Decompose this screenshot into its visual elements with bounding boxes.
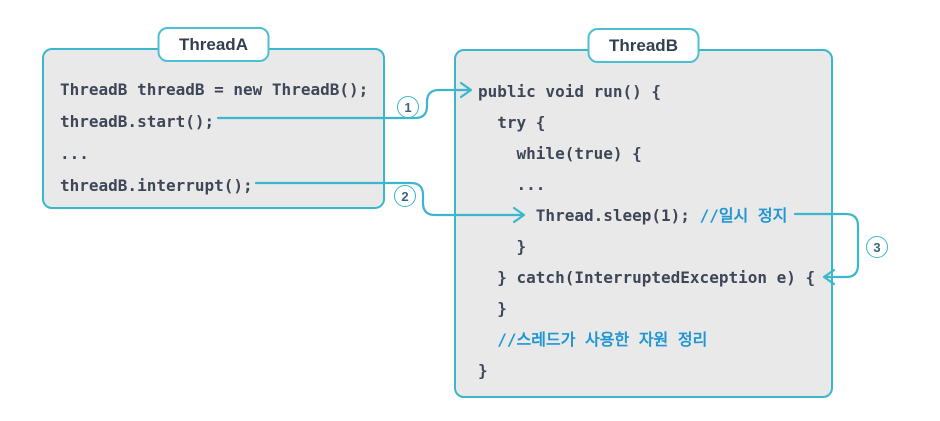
code-line-threadb-2: try { — [478, 107, 831, 138]
code-text: } — [478, 237, 527, 256]
code-text: Thread.sleep(1); — [478, 206, 700, 225]
code-line-threada-2: threadB.start(); — [60, 106, 383, 138]
threada-title-badge: ThreadA — [157, 27, 270, 62]
threadb-title-label: ThreadB — [609, 35, 678, 55]
code-text: } — [478, 361, 488, 380]
code-line-threadb-8: } — [478, 293, 831, 324]
code-line-threadb-4: ... — [478, 169, 831, 200]
code-line-threada-3: ... — [60, 138, 383, 170]
threadb-code-block: public void run() { try { while(true) { … — [456, 51, 831, 386]
code-text — [478, 330, 497, 349]
code-text: try { — [478, 113, 546, 132]
step-3-badge: 3 — [866, 236, 888, 258]
threada-title-label: ThreadA — [179, 34, 248, 54]
code-text: ThreadB threadB = new ThreadB(); — [60, 80, 369, 99]
code-line-threadb-6: } — [478, 231, 831, 262]
code-text: ... — [478, 175, 546, 194]
code-line-threadb-3: while(true) { — [478, 138, 831, 169]
code-text: while(true) { — [478, 144, 642, 163]
step-2-badge: 2 — [394, 185, 416, 207]
comment-text-pause: //일시 정지 — [699, 206, 788, 225]
threadb-box: ThreadB public void run() { try { while(… — [454, 28, 833, 398]
code-line-threadb-5: Thread.sleep(1); //일시 정지 — [478, 200, 831, 231]
step-1-badge: 1 — [397, 96, 419, 118]
code-text: } — [478, 299, 507, 318]
code-line-threadb-9: //스레드가 사용한 자원 정리 — [478, 324, 831, 355]
code-line-threadb-10: } — [478, 355, 831, 386]
threadb-title-badge: ThreadB — [587, 28, 700, 63]
code-line-threadb-1: public void run() { — [478, 76, 831, 107]
code-text: ... — [60, 144, 89, 163]
code-text: public void run() { — [478, 82, 662, 101]
threada-box: ThreadA ThreadB threadB = new ThreadB();… — [42, 27, 385, 209]
code-line-threadb-7: } catch(InterruptedException e) { — [478, 262, 831, 293]
code-line-threada-1: ThreadB threadB = new ThreadB(); — [60, 74, 383, 106]
code-text: threadB.start(); — [60, 112, 215, 131]
code-text: } catch(InterruptedException e) { — [478, 268, 816, 287]
code-line-threada-4: threadB.interrupt(); — [60, 170, 383, 202]
threada-code-block: ThreadB threadB = new ThreadB(); threadB… — [44, 50, 383, 202]
comment-text-cleanup: //스레드가 사용한 자원 정리 — [497, 330, 708, 349]
code-text: threadB.interrupt(); — [60, 176, 253, 195]
